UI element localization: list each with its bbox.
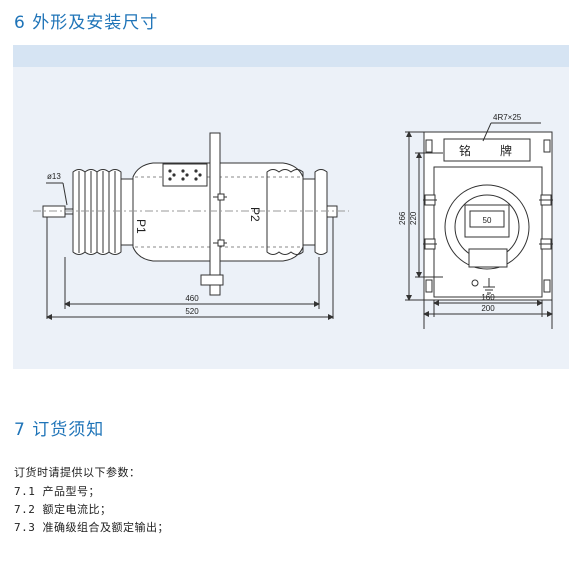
- order-item: 7.1 产品型号；: [14, 485, 100, 498]
- side-view: [33, 132, 349, 320]
- nameplate-right-char: 牌: [500, 144, 512, 158]
- window-value-label: 50: [483, 216, 492, 225]
- slot-note-label: 4R7×25: [493, 113, 522, 122]
- drawing-panel-header-strip: [13, 45, 569, 67]
- right-bushing: [266, 169, 328, 255]
- left-bushing: [72, 169, 134, 255]
- terminal-p1-label: P1: [134, 219, 148, 234]
- dim-220-label: 220: [409, 211, 418, 225]
- section-6-title: 6 外形及安装尺寸: [14, 13, 159, 33]
- hole-dim-label: ø13: [47, 172, 61, 181]
- secondary-terminals: [168, 169, 202, 181]
- nameplate-left-char: 铭: [459, 143, 471, 158]
- dim-460-label: 460: [185, 294, 199, 303]
- mounting-foot: [200, 274, 224, 286]
- mounting-plate: [209, 132, 221, 296]
- order-intro: 订货时请提供以下参数：: [14, 466, 141, 479]
- section-7-title: 7 订货须知: [14, 420, 105, 440]
- nameplate: [443, 138, 531, 162]
- terminal-p2-label: P2: [248, 207, 262, 222]
- dim-160-label: 160: [481, 293, 495, 302]
- dim-266-label: 266: [398, 211, 407, 225]
- outline-drawing: ø13 460 520 P1 P2: [33, 113, 553, 329]
- dim-200-label: 200: [481, 304, 495, 313]
- order-item: 7.3 准确级组合及额定输出；: [14, 521, 169, 534]
- front-view: [405, 122, 553, 329]
- dim-520-label: 520: [185, 307, 199, 316]
- order-item: 7.2 额定电流比；: [14, 503, 112, 516]
